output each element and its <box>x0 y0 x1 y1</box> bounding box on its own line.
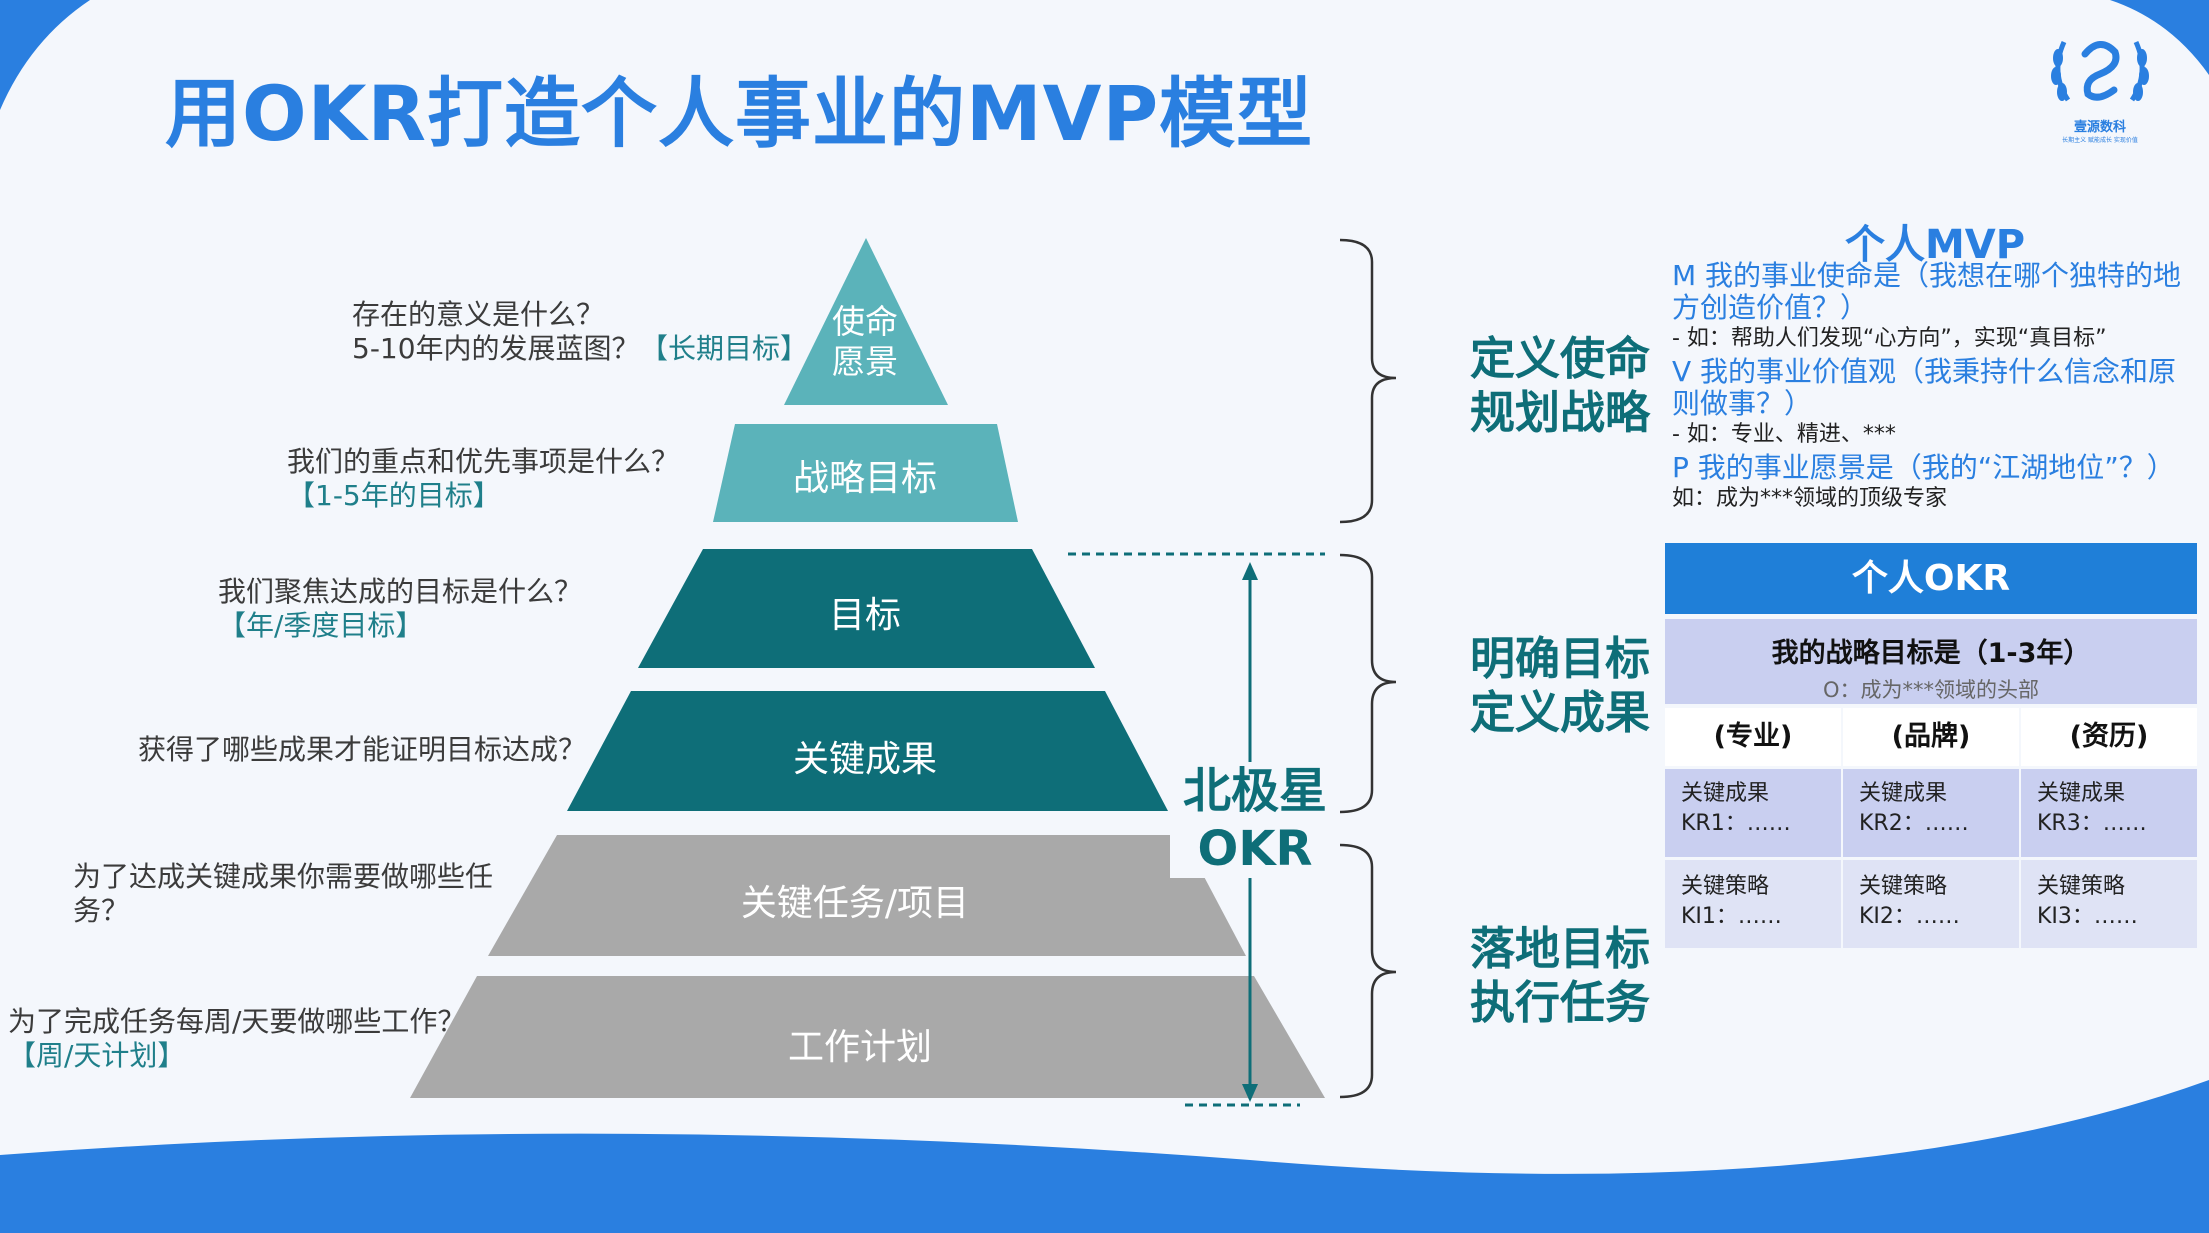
question-key-results: 获得了哪些成果才能证明目标达成？ <box>138 733 586 767</box>
page-title: 用OKR打造个人事业的MVP模型 <box>165 69 1314 158</box>
question-work-plan: 为了完成任务每周/天要做哪些工作？ 【周/天计划】 <box>8 1005 465 1073</box>
okr-ki-cell: 关键策略 KI2：…… <box>1843 860 2019 948</box>
level-label-key-tasks: 关键任务/项目 <box>740 883 970 924</box>
level-label-strategy: 战略目标 <box>792 458 937 499</box>
mvp-values: V 我的事业价值观（我秉持什么信念和原则做事？） <box>1672 355 2177 420</box>
okr-column-header: (品牌) <box>1843 708 2019 766</box>
okr-pyramid <box>410 238 1325 1107</box>
kr-value: KR1：…… <box>1681 811 1791 836</box>
pyramid-level-mission <box>784 238 948 405</box>
okr-grid: (专业) (品牌) (资历) 关键成果 KR1：…… 关键成果 KR2：…… 关… <box>1665 708 2197 948</box>
okr-goal-title: 我的战略目标是（1-3年） <box>1771 638 2091 669</box>
okr-kr-cell: 关键成果 KR3：…… <box>2021 769 2197 857</box>
question-text: 为了达成关键成果你需要做哪些任 务？ <box>73 860 494 927</box>
ki-value: KI3：…… <box>2037 904 2138 929</box>
okr-kr-cell: 关键成果 KR2：…… <box>1843 769 2019 857</box>
logo: 壹源数科 长期主义 赋能成长 实现价值 <box>2040 28 2160 144</box>
ki-value: KI2：…… <box>1859 904 1960 929</box>
question-text: 我们的重点和优先事项是什么？ <box>287 445 680 478</box>
bracket-label-execution: 落地目标 执行任务 <box>1470 922 1651 1029</box>
okr-column-header: (资历) <box>2021 708 2197 766</box>
kr-label: 关键成果 <box>2037 781 2126 806</box>
logo-name: 壹源数科 <box>2073 120 2126 135</box>
okr-goal: 我的战略目标是（1-3年） O：成为***领域的头部 <box>1665 619 2197 704</box>
kr-value: KR2：…… <box>1859 811 1969 836</box>
mvp-mission-example: - 如：帮助人们发现“心方向”，实现“真目标” <box>1672 326 2107 351</box>
ki-label: 关键策略 <box>1681 874 1770 899</box>
question-text: 存在的意义是什么？ 5-10年内的发展蓝图？ <box>352 298 640 365</box>
okr-title: 个人OKR <box>1665 543 2197 614</box>
arrow-up-icon <box>1242 562 1258 580</box>
pyramid-level-strategy <box>713 424 1018 522</box>
question-text: 获得了哪些成果才能证明目标达成？ <box>138 733 587 766</box>
okr-kr-cell: 关键成果 KR1：…… <box>1665 769 1841 857</box>
okr-ki-cell: 关键策略 KI3：…… <box>2021 860 2197 948</box>
question-tag: 【年/季度目标】 <box>218 609 424 642</box>
mvp-values-example: - 如：专业、精进、*** <box>1672 422 1896 447</box>
kr-value: KR3：…… <box>2037 811 2147 836</box>
arrow-down-icon <box>1242 1084 1258 1102</box>
question-tag: 【1-5年的目标】 <box>287 479 501 512</box>
level-label-key-results: 关键成果 <box>792 739 937 780</box>
question-text: 为了完成任务每周/天要做哪些工作？ <box>8 1005 466 1038</box>
level-label-mission: 使命 愿景 <box>832 302 898 381</box>
mvp-mission: M 我的事业使命是（我想在哪个独特的地方创造价值？） <box>1672 259 2182 324</box>
question-strategy: 我们的重点和优先事项是什么？ 【1-5年的目标】 <box>287 445 679 513</box>
ki-label: 关键策略 <box>2037 874 2126 899</box>
ki-label: 关键策略 <box>1859 874 1948 899</box>
question-mission: 存在的意义是什么？ 5-10年内的发展蓝图？ <box>352 298 640 366</box>
bracket-label-mission: 定义使命 规划战略 <box>1470 332 1651 439</box>
pyramid-level-work-plan <box>410 976 1325 1098</box>
question-key-tasks: 为了达成关键成果你需要做哪些任 务？ <box>73 860 493 928</box>
mvp-title: 个人MVP <box>1845 222 2026 268</box>
north-star-label: 北极星 OKR <box>1170 762 1340 878</box>
pyramid-level-goal <box>638 549 1095 668</box>
level-label-goal: 目标 <box>828 595 901 636</box>
okr-column-header: (专业) <box>1665 708 1841 766</box>
question-text: 我们聚焦达成的目标是什么？ <box>218 575 583 608</box>
question-tag: 【长期目标】 <box>640 332 809 365</box>
pyramid-level-key-tasks <box>488 835 1246 956</box>
logo-tagline: 长期主义 赋能成长 实现价值 <box>2062 137 2138 144</box>
mvp-panel: M 我的事业使命是（我想在哪个独特的地方创造价值？） - 如：帮助人们发现“心方… <box>1672 260 2192 512</box>
mvp-vision: P 我的事业愿景是（我的“江湖地位”？） <box>1672 451 2175 484</box>
kr-label: 关键成果 <box>1681 781 1770 806</box>
kr-label: 关键成果 <box>1859 781 1948 806</box>
bracket-label-goals: 明确目标 定义成果 <box>1470 632 1651 739</box>
question-goal: 我们聚焦达成的目标是什么？ 【年/季度目标】 <box>218 575 582 643</box>
mvp-vision-example: 如：成为***领域的顶级专家 <box>1672 486 1948 511</box>
laurel-logo-icon <box>2051 40 2149 102</box>
okr-goal-objective: O：成为***领域的头部 <box>1822 678 2040 702</box>
ki-value: KI1：…… <box>1681 904 1782 929</box>
level-label-work-plan: 工作计划 <box>787 1027 932 1068</box>
pyramid-level-key-results <box>567 691 1168 811</box>
brackets <box>1339 238 1397 1099</box>
okr-ki-cell: 关键策略 KI1：…… <box>1665 860 1841 948</box>
question-tag: 【周/天计划】 <box>8 1039 186 1072</box>
